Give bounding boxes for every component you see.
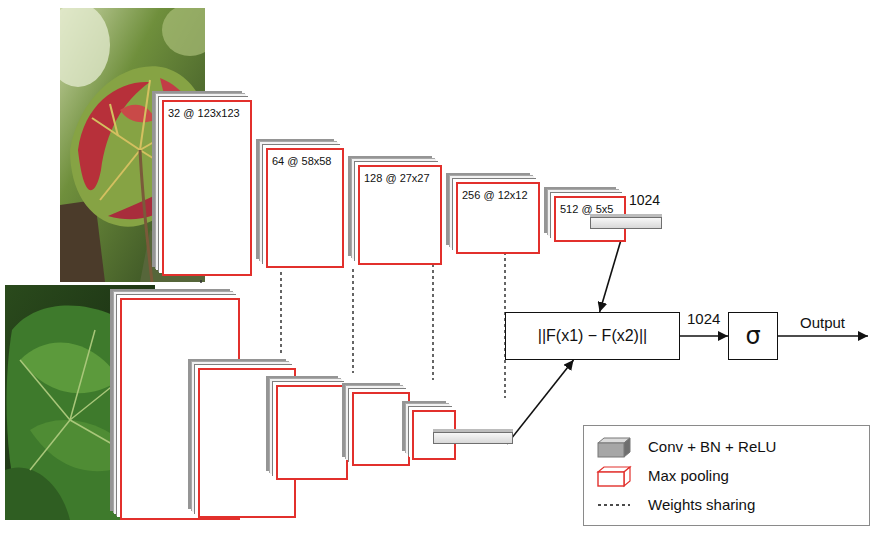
dash-sample [598, 504, 630, 506]
legend-swatch [594, 464, 634, 488]
pool-side [624, 467, 630, 486]
output-label: Output [798, 314, 847, 332]
feature-map-block: 32 @ 123x123 [162, 100, 252, 276]
sigma-box: σ [728, 312, 778, 360]
block-side [624, 438, 630, 457]
block-front [598, 443, 624, 457]
legend-box: Conv + BN + ReLU Max poolingWeights shari… [583, 425, 870, 526]
weights-sharing-line [200, 280, 202, 286]
feature-map-block: 64 @ 58x58 [266, 148, 344, 268]
edge-label: 1024 [685, 310, 722, 328]
node-text: 256 @ 12x12 [458, 184, 532, 206]
node-text: 64 @ 58x58 [268, 150, 336, 172]
legend-text: Conv + BN + ReLU [648, 438, 776, 455]
legend-text: Weights sharing [648, 496, 755, 513]
node-text: 128 @ 27x27 [360, 167, 434, 189]
weights-sharing-line [432, 258, 434, 380]
node-text: 1024 [629, 192, 660, 208]
node-text: σ [745, 322, 760, 350]
feature-map-block [276, 385, 348, 480]
vector-arrow [507, 360, 574, 444]
node-text: ||F(x1) − F(x2)|| [538, 327, 648, 345]
fc-vector: 1024 [590, 217, 662, 229]
connector [680, 335, 728, 337]
feature-map-block: 256 @ 12x12 [456, 182, 540, 254]
fc-vector [433, 432, 513, 444]
output-arrow [778, 335, 868, 337]
node-text: 32 @ 123x123 [164, 102, 244, 124]
legend-row: Max pooling [594, 461, 859, 490]
legend-swatch [594, 435, 634, 459]
legend-row: Weights sharing [594, 490, 859, 519]
weights-sharing-line [280, 272, 282, 356]
legend-text: Max pooling [648, 467, 729, 484]
pool-front [598, 472, 624, 486]
legend-row: Conv + BN + ReLU [594, 432, 859, 461]
feature-map-block: 128 @ 27x27 [358, 165, 442, 265]
feature-map-block [352, 392, 410, 466]
distance-box: ||F(x1) − F(x2)|| [505, 312, 680, 360]
weights-sharing-line [352, 269, 354, 373]
legend-swatch [594, 493, 634, 517]
